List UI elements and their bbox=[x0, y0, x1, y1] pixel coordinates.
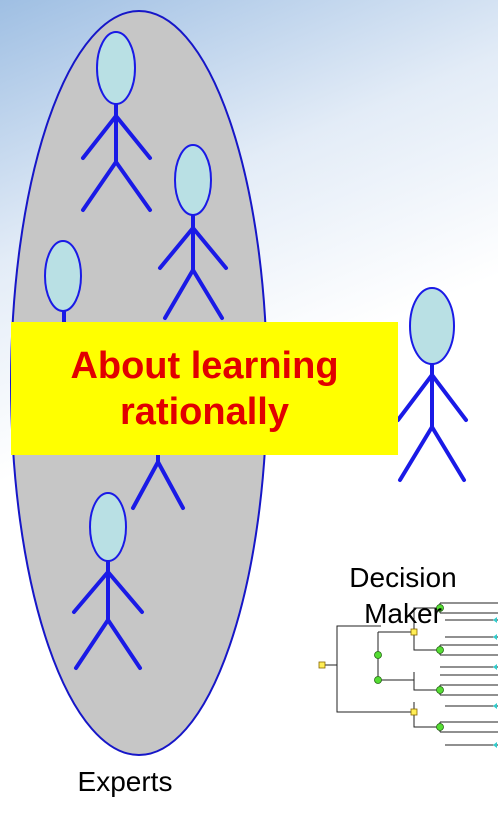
about-learning-banner: About learning rationally bbox=[11, 322, 398, 455]
decision-maker-label-line-1: Decision bbox=[349, 562, 457, 593]
stick-figure-icon bbox=[81, 101, 152, 212]
stick-figure-icon bbox=[72, 558, 144, 670]
decision-maker-label-line-2: Maker bbox=[364, 598, 442, 629]
stick-figure-icon bbox=[396, 361, 468, 482]
decision-maker-label: Decision Maker bbox=[338, 560, 468, 632]
experts-label-text: Experts bbox=[77, 766, 173, 797]
banner-line-2: rationally bbox=[120, 390, 289, 433]
expert-figure-2 bbox=[158, 144, 228, 320]
stick-figure-icon bbox=[158, 214, 228, 320]
expert-figure-5 bbox=[72, 492, 144, 670]
decision-tree-icon bbox=[318, 602, 498, 748]
expert-figure-1 bbox=[81, 31, 152, 212]
experts-label: Experts bbox=[55, 764, 195, 800]
decision-maker-figure bbox=[396, 287, 468, 482]
banner-line-1: About learning bbox=[70, 344, 339, 387]
